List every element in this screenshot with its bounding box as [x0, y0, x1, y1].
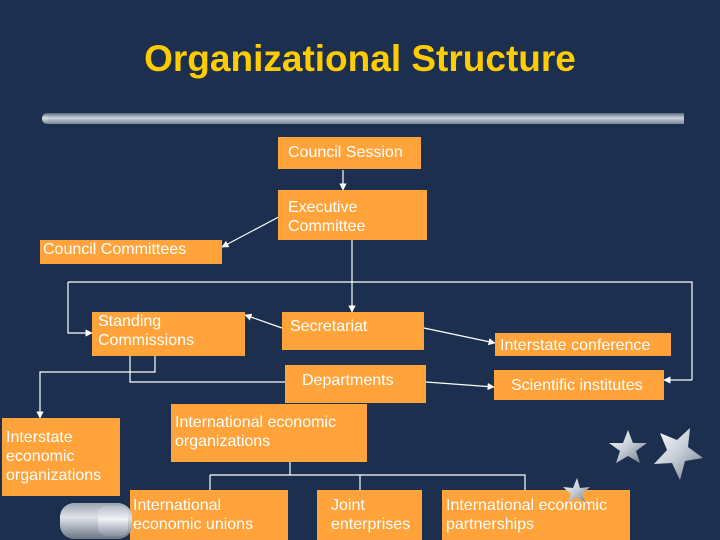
scientific-institutes-label: Scientific institutes: [511, 377, 643, 394]
connector-departments-to-institutes: [425, 381, 495, 391]
departments-label: Departments: [302, 372, 394, 389]
joint-enterprises-box: Joint enterprises: [317, 490, 422, 540]
council-committees-label: Council Committees: [43, 241, 187, 258]
international-economic-partnerships-box: International economic partnerships: [442, 490, 630, 540]
executive-committee-label: Executive Committee: [288, 199, 366, 235]
secretariat-label: Secretariat: [290, 318, 368, 335]
title-underline: [48, 113, 684, 124]
departments-box: Departments: [285, 365, 426, 403]
connector-secretariat-to-commissions: [244, 313, 283, 329]
scientific-institutes-box: Scientific institutes: [494, 370, 664, 400]
international-economic-unions-label: International economic unions: [133, 497, 254, 533]
secretariat-box: Secretariat: [282, 312, 424, 350]
interstate-economic-organizations-box: Interstate economic organizations: [2, 418, 120, 496]
interstate-economic-organizations-label: Interstate economic organizations: [6, 429, 102, 484]
decorative-square-shape: [98, 506, 128, 536]
interstate-conference-box: Interstate conference: [495, 333, 671, 356]
connector-to-partnerships: [210, 474, 526, 490]
interstate-conference-label: Interstate conference: [500, 337, 651, 354]
connector-secretariat-to-conference: [423, 327, 496, 346]
title-underline-cap: [42, 113, 52, 124]
international-economic-organizations-label: International economic organizations: [175, 414, 336, 450]
executive-committee-box: Executive Committee: [278, 190, 427, 240]
international-economic-partnerships-label: International economic partnerships: [446, 497, 607, 533]
connector-top-rail: [68, 281, 693, 380]
page-title: Organizational Structure: [144, 38, 576, 79]
international-economic-organizations-box: International economic organizations: [171, 404, 367, 462]
international-economic-unions-box: International economic unions: [130, 490, 288, 540]
standing-commissions-box: Standing Commissions: [92, 312, 245, 356]
council-session-box: Council Session: [278, 137, 421, 169]
standing-commissions-label: Standing Commissions: [98, 313, 195, 349]
council-session-label: Council Session: [288, 144, 403, 161]
joint-enterprises-label: Joint enterprises: [331, 497, 411, 533]
council-committees-box: Council Committees: [40, 240, 222, 264]
connector-commissions-to-interstate-econ: [36, 356, 156, 419]
connector-executive-to-committees: [221, 211, 289, 248]
connector-committees-to-commissions: [67, 282, 93, 337]
connector-commissions-to-intl-econ: [129, 356, 285, 383]
